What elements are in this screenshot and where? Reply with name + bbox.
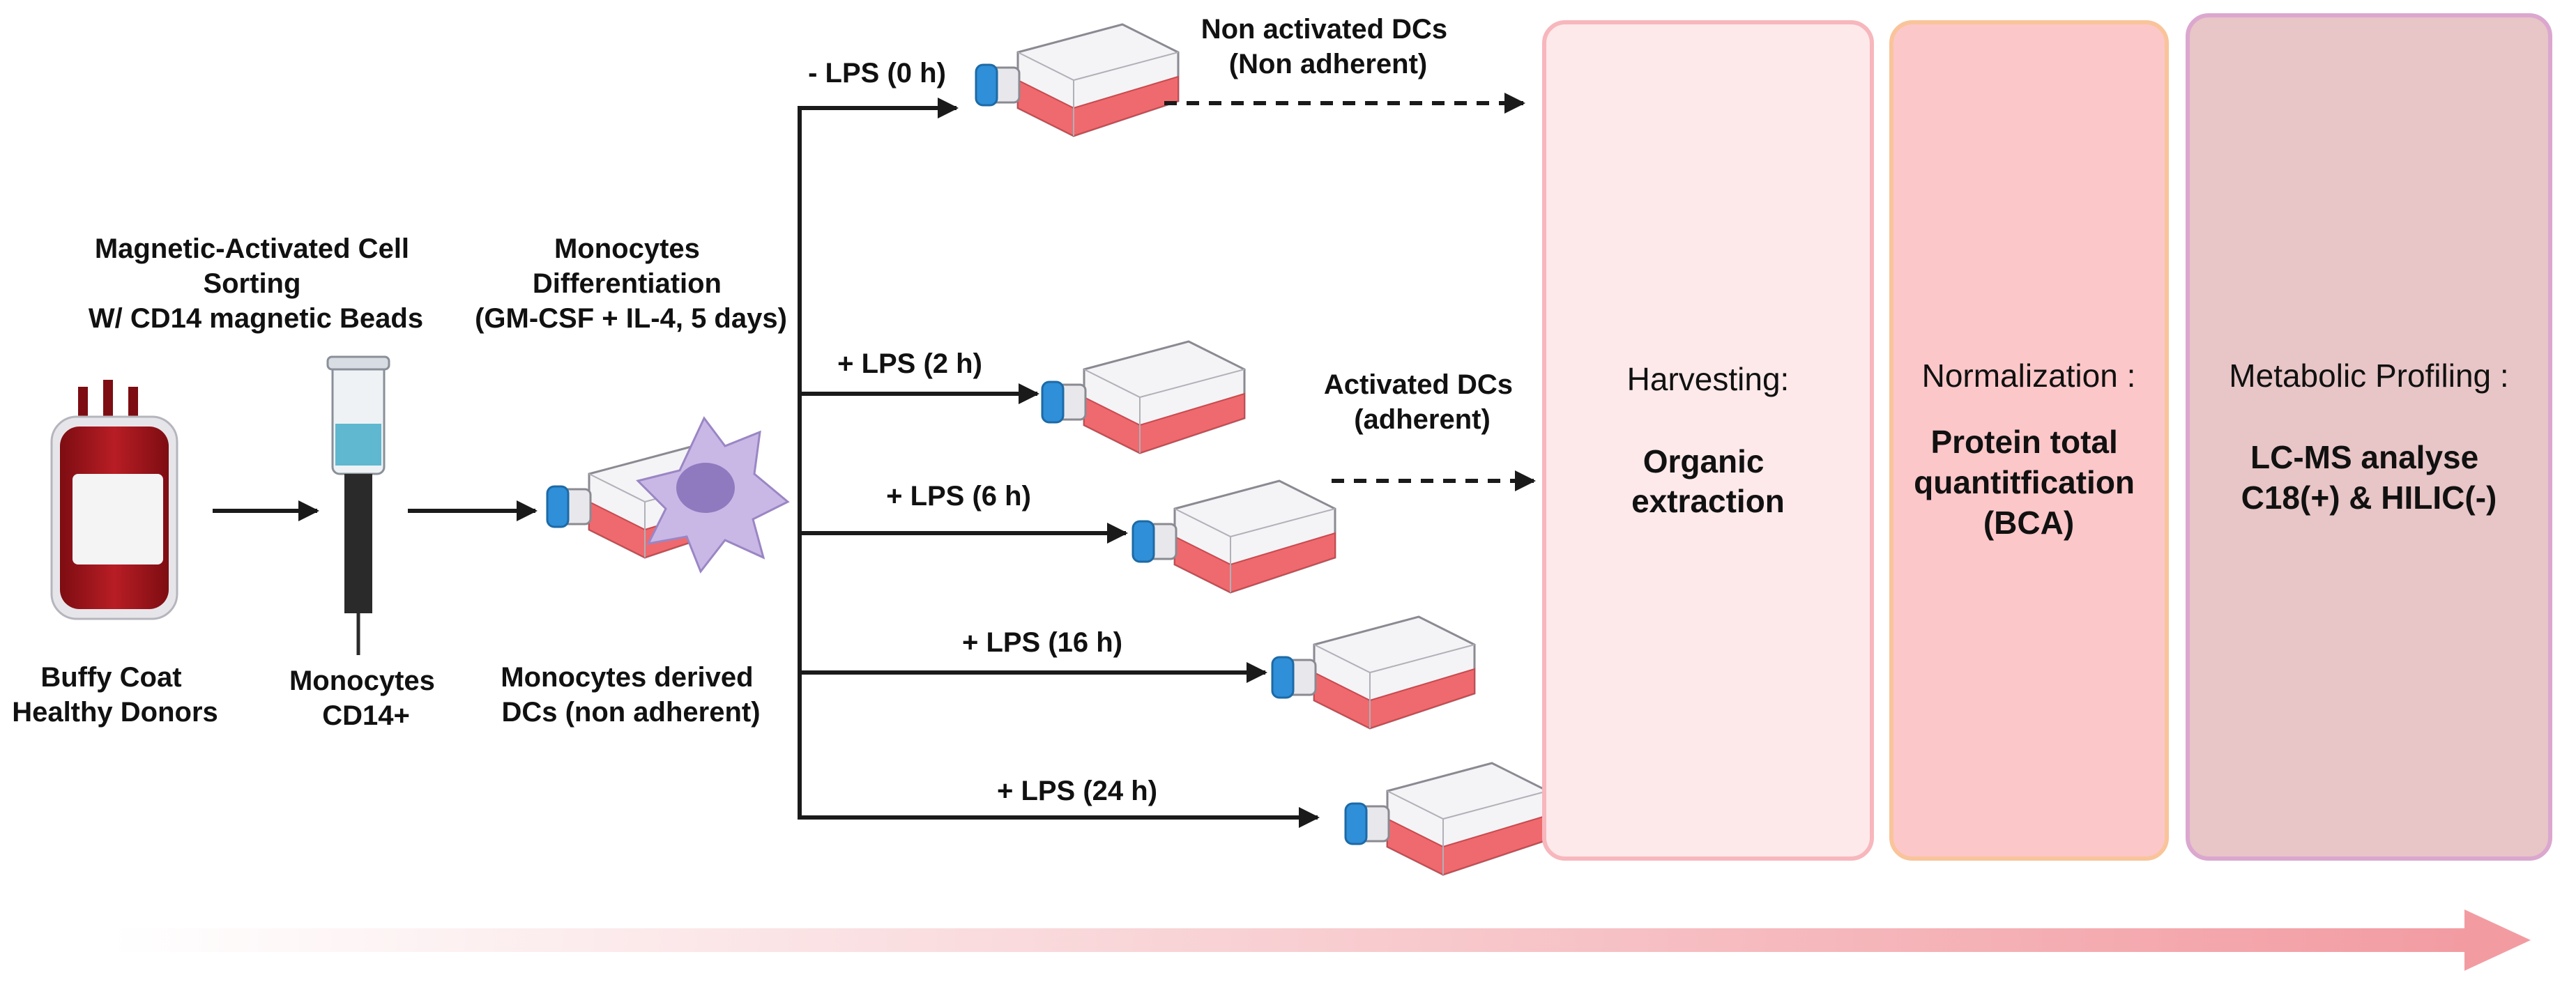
condition-label: + LPS (24 h) [997,776,1157,806]
label-mo-dcs: Monocytes derived DCs (non adherent) [501,662,761,728]
label-differentiation: Monocytes Differentiation (GM-CSF + IL-4… [475,233,787,334]
condition-label: + LPS (2 h) [837,348,982,379]
culture-flask-icon [975,23,1180,137]
label-buffy-coat: Buffy Coat Healthy Donors [12,662,218,728]
condition-label: + LPS (6 h) [886,481,1031,512]
branch-2h: + LPS (2 h) [798,348,1039,404]
branch-24h: + LPS (24 h) [798,776,1320,828]
box-title: Normalization : [1922,358,2136,394]
culture-flask-icon [1344,762,1549,876]
branch-16h: + LPS (16 h) [798,627,1267,683]
branch-0h: - LPS (0 h) [798,58,959,118]
magnetic-column-icon [326,355,390,655]
box-body: LC-MS analyse C18(+) & HILIC(-) [2241,439,2497,516]
svg-text:Non activated DCs (Non a: Non activated DCs (Non adherent) [1201,14,1456,79]
box-body: Organic extraction [1631,443,1785,519]
culture-flask-icon [1131,479,1336,594]
culture-flask-icon [1271,615,1476,730]
activated-dcs: Activated DCs (adherent) [1324,369,1536,491]
box-body: Protein total quantitfication (BCA) [1914,424,2144,541]
blood-bag-icon [50,380,178,620]
box-title: Metabolic Profiling : [2229,358,2508,394]
label-monocytes: Monocytes CD14+ [289,666,443,731]
dendritic-cell-icon [636,416,790,574]
non-activated-dcs: Non activated DCs (Non adherent) [1164,14,1525,114]
culture-flask-icon [1041,340,1246,454]
box-harvesting: Harvesting: Organic extraction [1542,20,1874,861]
svg-text:Activated DCs (adherent): Activated DCs (adherent) [1324,369,1521,435]
condition-label: + LPS (16 h) [962,627,1122,658]
timeline-arrow [112,909,2531,971]
box-metabolic-profiling: Metabolic Profiling : LC-MS analyse C18(… [2186,13,2552,861]
box-normalization: Normalization : Protein total quantitfic… [1889,20,2169,861]
box-title: Harvesting: [1627,361,1790,397]
branch-6h: + LPS (6 h) [798,481,1128,544]
label-macs: Magnetic-Activated Cell Sorting W/ CD14 … [89,233,423,334]
condition-label: - LPS (0 h) [808,58,946,89]
